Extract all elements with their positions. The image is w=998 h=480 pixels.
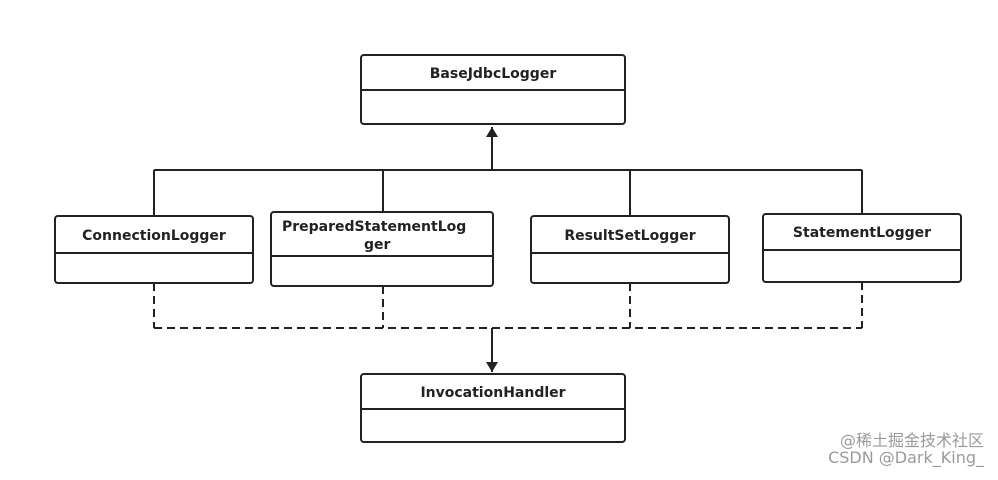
prepared-statement-logger-class: PreparedStatementLog ger	[270, 211, 494, 287]
watermark: @稀土掘金技术社区 CSDN @Dark_King_	[828, 432, 984, 466]
inheritance-connectors	[153, 127, 863, 216]
class-box	[54, 215, 254, 284]
connection-logger-class: ConnectionLogger	[54, 215, 254, 284]
class-name: ResultSetLogger	[564, 228, 695, 244]
class-box	[530, 215, 730, 284]
class-name: ConnectionLogger	[82, 228, 226, 244]
class-box	[762, 213, 962, 283]
watermark-line-1: @稀土掘金技术社区	[839, 431, 984, 450]
class-name: InvocationHandler	[420, 385, 565, 401]
class-name-line-1: PreparedStatementLog	[282, 219, 466, 235]
base-jdbc-logger-class: BaseJdbcLogger	[360, 54, 626, 125]
class-name-line-2: ger	[364, 237, 391, 253]
class-box	[270, 211, 494, 287]
statement-logger-class: StatementLogger	[762, 213, 962, 283]
invocation-handler-interface: InvocationHandler	[360, 373, 626, 443]
class-name: BaseJdbcLogger	[430, 66, 557, 82]
watermark-line-2: CSDN @Dark_King_	[828, 448, 984, 467]
realization-connectors	[153, 282, 863, 329]
result-set-logger-class: ResultSetLogger	[530, 215, 730, 284]
class-name: StatementLogger	[793, 225, 931, 241]
